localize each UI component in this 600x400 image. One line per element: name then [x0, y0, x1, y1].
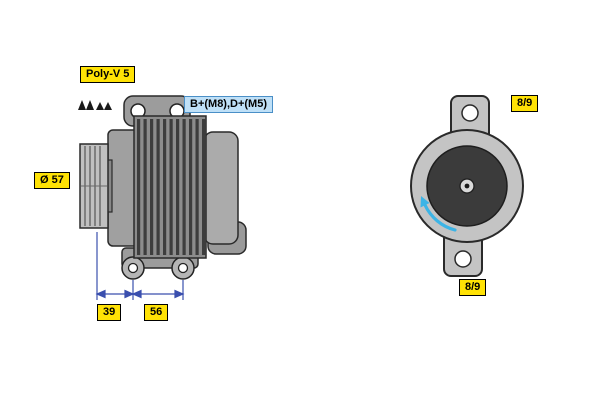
- label-dim-56: 56: [144, 304, 169, 321]
- rotation-arrow: [420, 196, 457, 232]
- rear-view: [410, 95, 524, 277]
- label-mount-rating-bottom: 8/9: [459, 279, 487, 296]
- label-belt-type: Poly-V 5: [80, 66, 136, 83]
- label-dim-39: 39: [97, 304, 122, 321]
- side-view: [78, 95, 247, 300]
- label-terminals: B+(M8),D+(M5): [184, 96, 274, 113]
- rear-cover: [203, 131, 239, 245]
- lug-hole-bottom-left: [127, 262, 139, 274]
- pulley: [79, 143, 113, 229]
- dimension-lines: [95, 232, 185, 300]
- shaft-dot: [464, 183, 470, 189]
- belt-profile-icon: [78, 100, 112, 110]
- label-pulley-diameter: Ø 57: [34, 172, 70, 189]
- lug-hole-bottom-right: [177, 262, 189, 274]
- label-mount-rating-top: 8/9: [511, 95, 539, 112]
- stator-fins: [137, 119, 206, 255]
